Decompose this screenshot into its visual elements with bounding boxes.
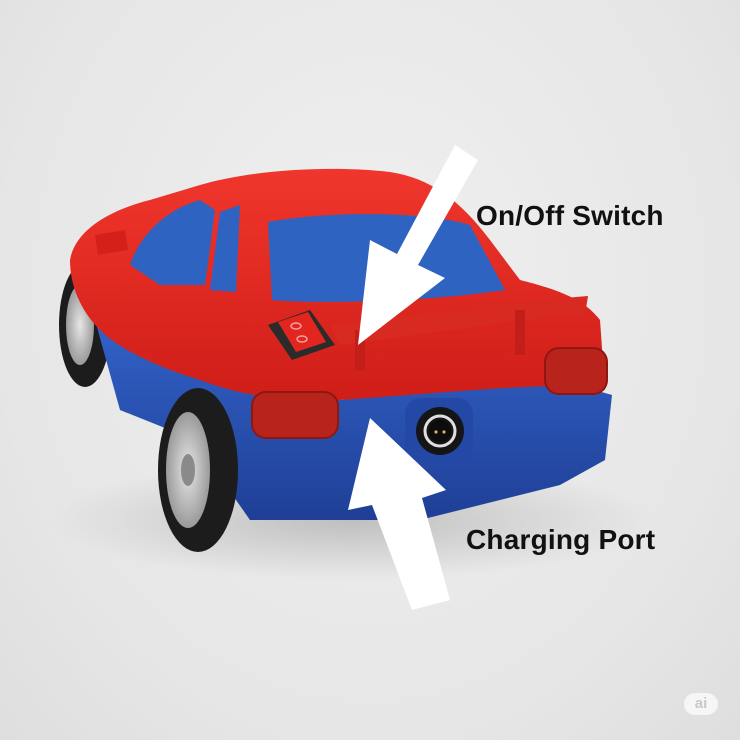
- taillight-right: [544, 347, 608, 395]
- label-on-off-switch: On/Off Switch: [476, 200, 664, 231]
- on-off-switch: [268, 310, 335, 360]
- wheel-near-left: [158, 388, 238, 552]
- spoiler-support-right: [515, 310, 525, 355]
- arrow-to-port: [348, 418, 450, 610]
- arrow-to-switch: [358, 145, 478, 345]
- label-charging-port: Charging Port: [466, 524, 656, 555]
- taillight-left: [251, 391, 339, 439]
- rear-spoiler: [330, 296, 588, 345]
- side-window: [130, 200, 215, 285]
- charging-port: [405, 398, 473, 464]
- ai-watermark-badge: ai: [684, 693, 718, 715]
- side-window-rear: [210, 205, 240, 292]
- spoiler-support-left: [355, 330, 365, 370]
- side-mirror: [95, 230, 128, 255]
